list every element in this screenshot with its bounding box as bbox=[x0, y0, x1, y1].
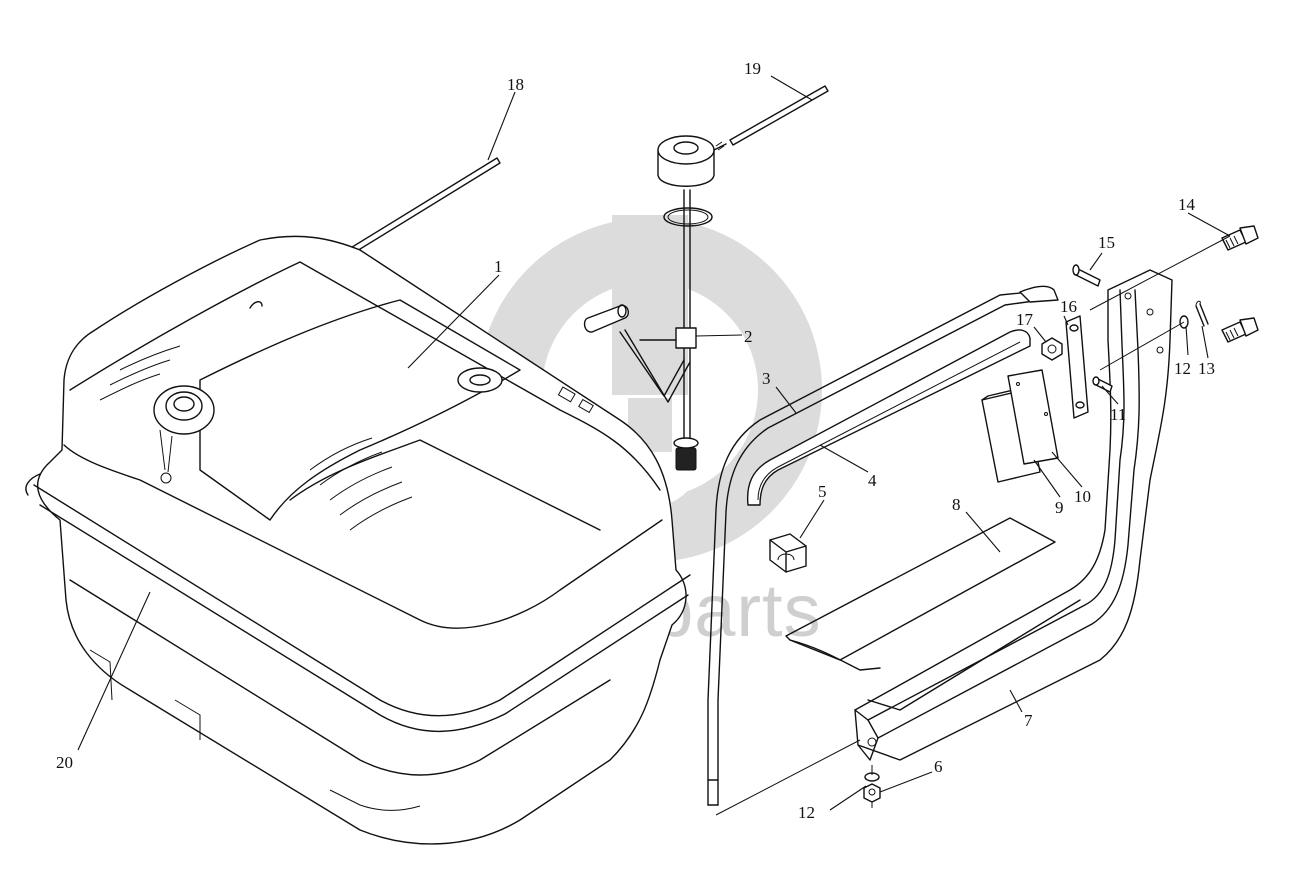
part-5-clip bbox=[769, 533, 807, 573]
callout-11: 11 bbox=[1110, 405, 1126, 424]
part-2-level-sender bbox=[583, 135, 727, 471]
callout-6: 6 bbox=[934, 757, 943, 776]
callout-10: 10 bbox=[1074, 487, 1091, 506]
callout-17: 17 bbox=[1016, 310, 1034, 329]
part-8-strip bbox=[785, 517, 1056, 671]
callout-8: 8 bbox=[952, 495, 961, 514]
callout-2: 2 bbox=[744, 327, 753, 346]
part-12-13-washer-cotter bbox=[1179, 300, 1209, 329]
callout-1: 1 bbox=[494, 257, 503, 276]
part-11-pin bbox=[1092, 376, 1113, 393]
part-7-bracket bbox=[854, 269, 1173, 761]
callout-20: 20 bbox=[56, 753, 73, 772]
callout-14: 14 bbox=[1178, 195, 1196, 214]
assembly-lines bbox=[715, 235, 1231, 816]
part-16-plate bbox=[1065, 315, 1089, 419]
callout-4: 4 bbox=[868, 471, 877, 490]
callout-15: 15 bbox=[1098, 233, 1115, 252]
callout-9: 9 bbox=[1055, 498, 1064, 517]
callout-leaders bbox=[77, 75, 1231, 811]
callout-13: 13 bbox=[1198, 359, 1215, 378]
part-1-fuel-tank bbox=[25, 235, 691, 845]
part-15-pin bbox=[1072, 264, 1101, 287]
callout-18: 18 bbox=[507, 75, 524, 94]
part-3-strap bbox=[707, 285, 1059, 806]
part-6-12-nut-washer bbox=[863, 765, 881, 808]
callout-5: 5 bbox=[818, 482, 827, 501]
callout-3: 3 bbox=[762, 369, 771, 388]
part-17-nut bbox=[1041, 337, 1063, 361]
callout-7: 7 bbox=[1024, 711, 1033, 730]
callout-19: 19 bbox=[744, 59, 761, 78]
part-9-10-pads bbox=[981, 369, 1059, 483]
callout-12-lower: 12 bbox=[798, 803, 815, 822]
part-19-rod bbox=[729, 85, 829, 146]
part-14-bolts bbox=[1221, 225, 1259, 343]
callout-12-upper: 12 bbox=[1174, 359, 1191, 378]
part-4-pad bbox=[746, 329, 1031, 506]
callout-16: 16 bbox=[1060, 297, 1077, 316]
callout-labels: 18 1 19 2 3 4 5 8 9 10 11 12 13 14 15 16… bbox=[56, 59, 1215, 822]
